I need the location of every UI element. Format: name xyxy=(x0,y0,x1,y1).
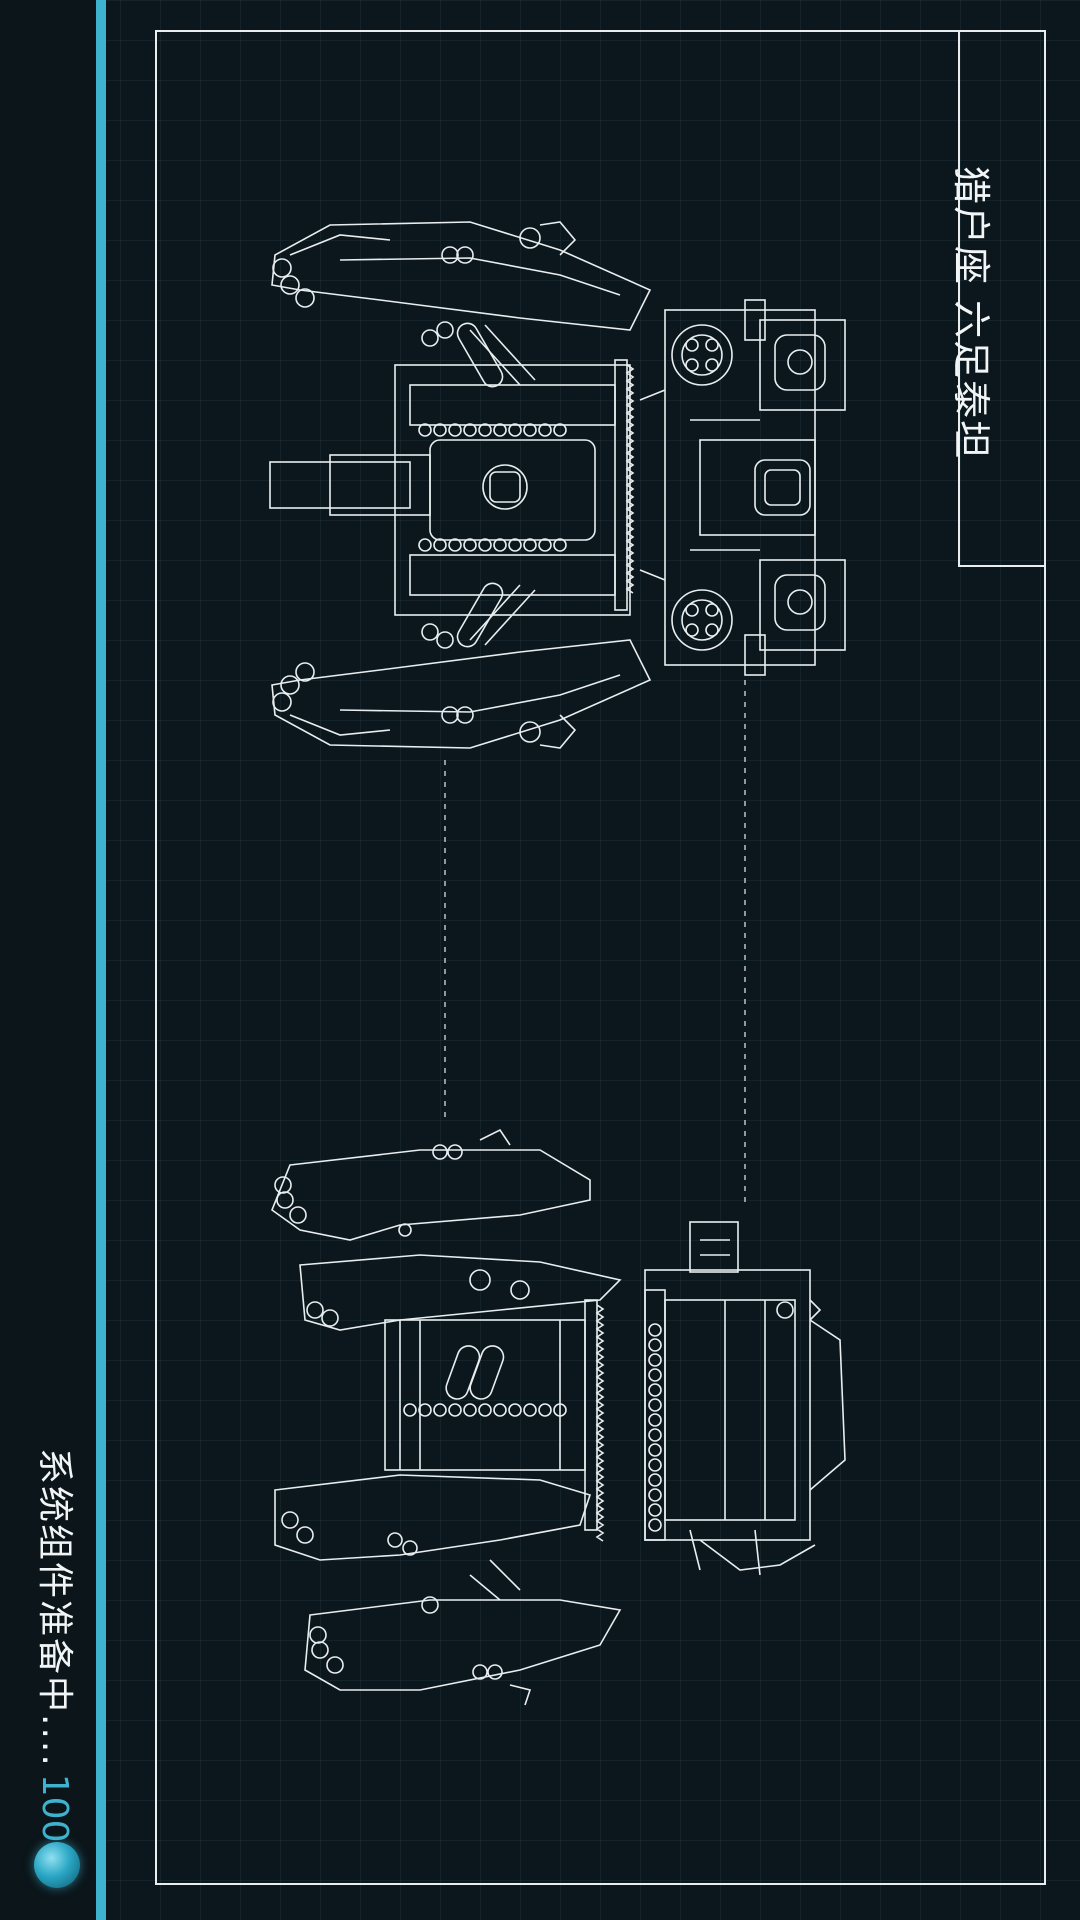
assembled-robot-drawing xyxy=(269,221,846,749)
status-bar-area xyxy=(0,0,96,1920)
status-text: 系统组件准备中....100% xyxy=(32,1448,84,1877)
blueprint-frame xyxy=(155,30,1046,1885)
title-box xyxy=(958,30,1046,567)
guide-lines xyxy=(444,680,746,1205)
progress-bar xyxy=(96,0,106,1920)
progress-bar-fill xyxy=(96,0,106,1920)
rear-body-drawing xyxy=(644,1221,846,1576)
orb-icon xyxy=(34,1842,80,1888)
status-message: 系统组件准备中.... xyxy=(34,1448,75,1768)
exploded-legs-drawing xyxy=(271,1128,622,1706)
